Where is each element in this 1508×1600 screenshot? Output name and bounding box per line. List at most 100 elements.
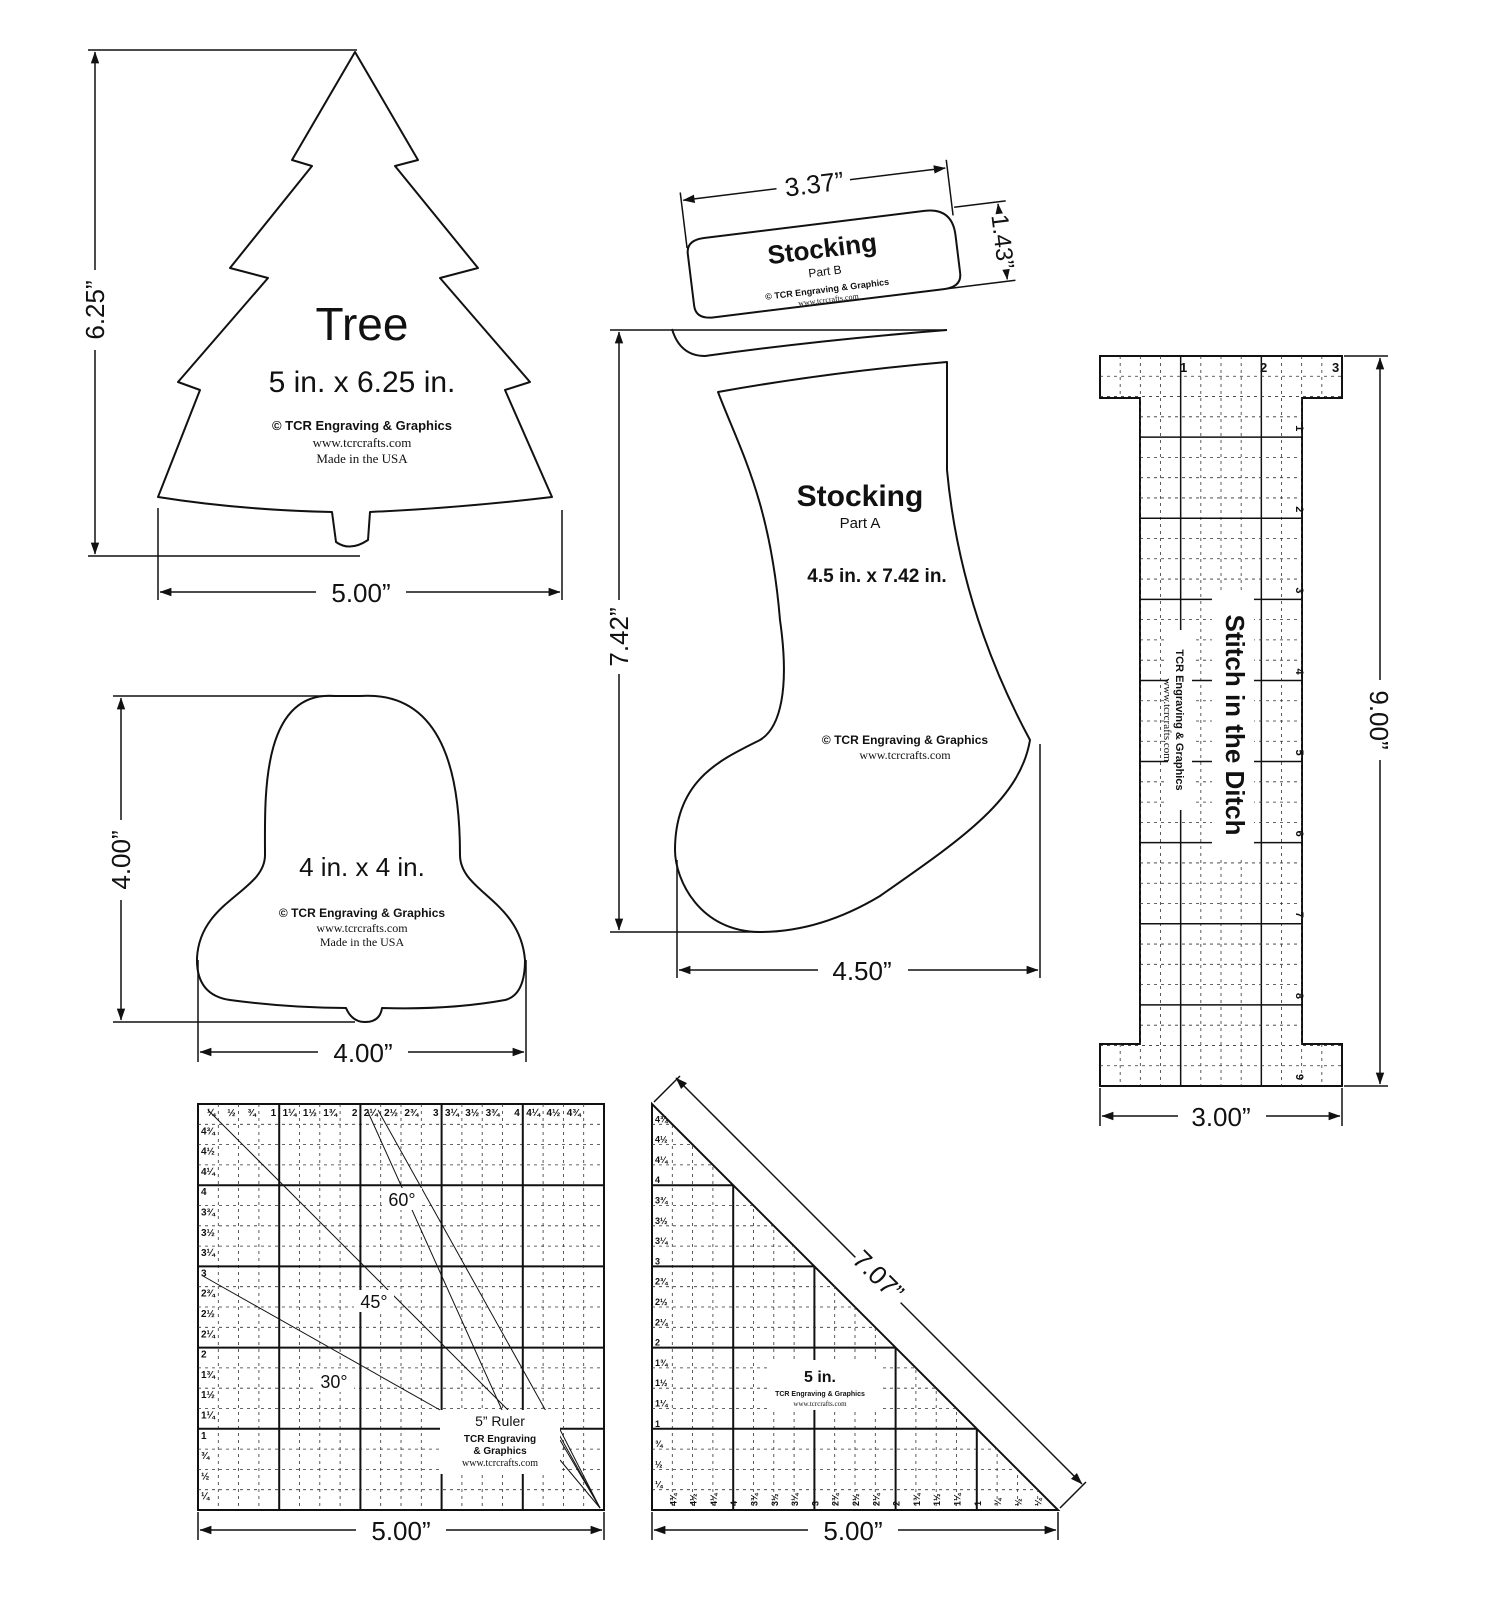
top-scale-label: 3¾: [486, 1108, 501, 1119]
left-scale-label: 4¾: [655, 1114, 669, 1124]
top-scale-label: 1½: [303, 1108, 317, 1119]
tree-brand: © TCR Engraving & Graphics: [272, 418, 452, 433]
ditch-height-label: 9.00”: [1364, 690, 1394, 749]
stocking-a-url: www.tcrcrafts.com: [859, 748, 951, 762]
stocking-b-outline: [686, 209, 962, 319]
left-scale-label: 2: [201, 1350, 207, 1361]
left-scale-label: 3: [201, 1268, 207, 1279]
stocking-a-title: Stocking: [797, 480, 924, 513]
angle-line-corner-c: [559, 1459, 601, 1509]
left-scale-label: 2¼: [655, 1317, 669, 1327]
ditch-ruler-url: www.tcrcrafts.com: [1161, 678, 1173, 762]
bottom-scale-label: 2¼: [871, 1492, 881, 1506]
tree-template: Tree 5 in. x 6.25 in. © TCR Engraving & …: [80, 49, 563, 608]
bottom-scale-label: 3¾: [750, 1492, 760, 1506]
left-scale-label: 4¼: [201, 1167, 216, 1178]
tree-title: Tree: [316, 298, 409, 350]
bottom-scale-label: 2: [892, 1501, 902, 1506]
square-ruler-brand-2: & Graphics: [473, 1446, 527, 1457]
side-number: 9: [1293, 1074, 1305, 1080]
bottom-scale-label: 3: [810, 1501, 820, 1506]
side-number: 4: [1293, 668, 1305, 675]
angle-60-label: 60°: [388, 1190, 415, 1210]
stocking-a-height-label: 7.42”: [604, 607, 634, 666]
left-scale-label: ½: [655, 1459, 663, 1469]
bottom-scale-label: 3¼: [790, 1492, 800, 1506]
side-number: 1: [1293, 425, 1305, 431]
left-scale-label: 2¾: [201, 1289, 216, 1300]
side-number: 7: [1293, 912, 1305, 918]
left-scale-label: 4: [201, 1187, 207, 1198]
bottom-scale-label: 1¾: [912, 1492, 922, 1506]
side-number: 3: [1293, 587, 1305, 593]
left-scale-label: 2½: [655, 1297, 668, 1307]
top-scale-label: 1¾: [323, 1108, 338, 1119]
angle-30-label: 30°: [320, 1372, 347, 1392]
top-scale-label: 2¾: [404, 1108, 419, 1119]
top-scale-label: 4¼: [526, 1108, 541, 1119]
angle-line-45: [207, 1109, 509, 1411]
square-ruler-title: 5” Ruler: [475, 1413, 525, 1429]
triangle-ruler-url: www.tcrcrafts.com: [793, 1400, 847, 1408]
stocking-part-a-template: Stocking Part A 4.5 in. x 7.42 in. © TCR…: [604, 328, 1041, 986]
left-scale-label: 4: [655, 1175, 660, 1185]
left-scale-label: 4½: [201, 1147, 215, 1158]
left-scale-label: 3¾: [655, 1196, 669, 1206]
square-ruler-width-label: 5.00”: [371, 1516, 430, 1546]
left-scale-label: 3¼: [655, 1236, 669, 1246]
square-ruler-brand-1: TCR Engraving: [464, 1434, 536, 1445]
left-scale-label: ¼: [655, 1480, 664, 1490]
top-scale-label: 1: [271, 1108, 277, 1119]
tree-size: 5 in. x 6.25 in.: [269, 366, 456, 399]
ditch-top-number: 2: [1260, 360, 1267, 375]
stocking-cuff-line: [671, 328, 948, 358]
bottom-scale-label: 4¼: [709, 1492, 719, 1506]
left-scale-label: 1¼: [201, 1411, 216, 1422]
left-scale-label: 3¾: [201, 1208, 216, 1219]
side-number: 2: [1293, 506, 1305, 512]
left-scale-label: 1¾: [201, 1370, 216, 1381]
bell-brand: © TCR Engraving & Graphics: [279, 906, 446, 920]
bottom-scale-label: ½: [1013, 1498, 1023, 1506]
bottom-scale-label: ¾: [993, 1497, 1003, 1506]
bell-template: 4 in. x 4 in. © TCR Engraving & Graphics…: [106, 694, 527, 1068]
left-scale-label: 1¾: [655, 1358, 669, 1368]
angle-45-label: 45°: [360, 1292, 387, 1312]
top-scale-label: 3: [433, 1108, 439, 1119]
left-scale-label: 3¼: [201, 1248, 216, 1259]
ditch-top-numbers: 1 2 3: [1180, 360, 1339, 375]
angle-line-corner-b: [559, 1439, 601, 1509]
bell-url: www.tcrcrafts.com: [316, 921, 408, 935]
stocking-a-size: 4.5 in. x 7.42 in.: [807, 566, 946, 587]
ditch-ruler-title: Stitch in the Ditch: [1220, 615, 1250, 836]
square-ruler-label-panel: [440, 1410, 560, 1474]
left-scale-label: 2½: [201, 1309, 215, 1320]
left-scale-label: 2: [655, 1338, 660, 1348]
triangle-ruler-size: 5 in.: [804, 1369, 836, 1386]
bottom-scale-label: 1¼: [953, 1492, 963, 1506]
bottom-scale-label: 4: [729, 1501, 739, 1506]
left-scale-label: 1: [201, 1431, 207, 1442]
ditch-top-number: 1: [1180, 360, 1187, 375]
ditch-top-number: 3: [1332, 360, 1339, 375]
left-scale-label: ¾: [201, 1451, 210, 1462]
square-ruler-url: www.tcrcrafts.com: [462, 1458, 538, 1469]
angle-line-30: [202, 1275, 441, 1411]
left-scale-label: 4½: [655, 1135, 668, 1145]
bell-origin: Made in the USA: [320, 935, 405, 949]
stocking-a-width-label: 4.50”: [832, 956, 891, 986]
stocking-a-brand: © TCR Engraving & Graphics: [822, 733, 989, 747]
bottom-scale-label: ¼: [1034, 1497, 1044, 1506]
left-scale-label: ½: [201, 1471, 209, 1482]
angle-line-60-b: [367, 1111, 503, 1411]
side-number: 5: [1293, 750, 1305, 756]
ditch-ruler-brand: TCR Engraving & Graphics: [1173, 649, 1185, 790]
bottom-scale-label: 2¾: [831, 1492, 841, 1506]
